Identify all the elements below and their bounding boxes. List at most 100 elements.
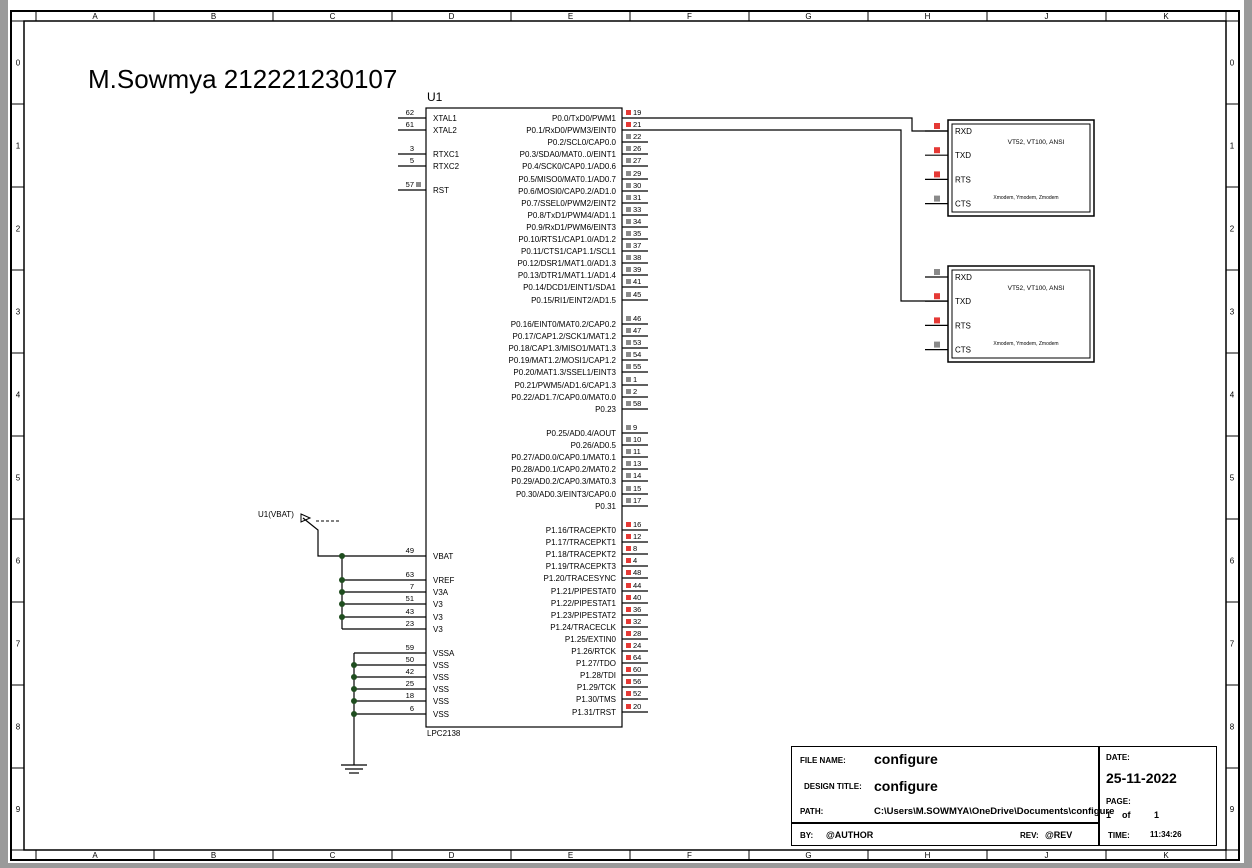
col-label-top: K	[1163, 12, 1169, 21]
pin-name: P1.16/TRACEPKT0	[546, 526, 617, 535]
chip-pin-right[interactable]: 8P1.18/TRACEPKT2	[546, 544, 648, 559]
pin-number: 42	[406, 667, 414, 676]
terminal-pin[interactable]: CTS	[925, 195, 971, 209]
pin-name: VSS	[433, 697, 449, 706]
page-value: 1	[1106, 810, 1112, 820]
terminal-pin[interactable]: RTS	[925, 317, 971, 330]
chip-pin-right[interactable]: 4P1.19/TRACEPKT3	[546, 556, 648, 571]
pin-number: 36	[633, 605, 641, 614]
col-label-bottom: K	[1163, 851, 1169, 860]
terminal-pin-name: CTS	[955, 346, 971, 355]
pin-number: 26	[633, 144, 641, 153]
pin-number: 48	[633, 568, 641, 577]
chip-body[interactable]	[425, 107, 623, 728]
pin-number: 27	[633, 156, 641, 165]
row-label-left: 4	[16, 391, 21, 400]
terminal-pin[interactable]: CTS	[925, 341, 971, 355]
terminal-pin[interactable]: RTS	[925, 171, 971, 184]
pin-number: 17	[633, 496, 641, 505]
pin-number: 8	[633, 544, 637, 553]
pin-name: RTXC1	[433, 150, 460, 159]
chip-pin-right[interactable]: 1P0.21/PWM5/AD1.6/CAP1.3	[515, 375, 648, 390]
chip-pin-right[interactable]: 9P0.25/AD0.4/AOUT	[546, 423, 648, 438]
pin-name: P0.18/CAP1.3/MISO1/MAT1.3	[509, 344, 617, 353]
terminal-pin[interactable]: RXD	[925, 123, 972, 136]
col-label-bottom: J	[1045, 851, 1049, 860]
chip-pin-right[interactable]: 2P0.22/AD1.7/CAP0.0/MAT0.0	[511, 387, 648, 402]
pin-name: VSS	[433, 661, 449, 670]
terminal-pin[interactable]: TXD	[925, 293, 971, 306]
pin-number: 57	[406, 180, 414, 189]
terminal-footer: Xmodem, Ymodem, Zmodem	[993, 195, 1058, 201]
pin-number: 4	[633, 556, 637, 565]
pin-name: P0.20/MAT1.3/SSEL1/EINT3	[513, 368, 616, 377]
terminal-pin[interactable]: RXD	[925, 269, 972, 282]
pin-name: P1.26/RTCK	[571, 647, 616, 656]
terminal-pin[interactable]: TXD	[925, 147, 971, 160]
pin-number: 60	[633, 665, 641, 674]
